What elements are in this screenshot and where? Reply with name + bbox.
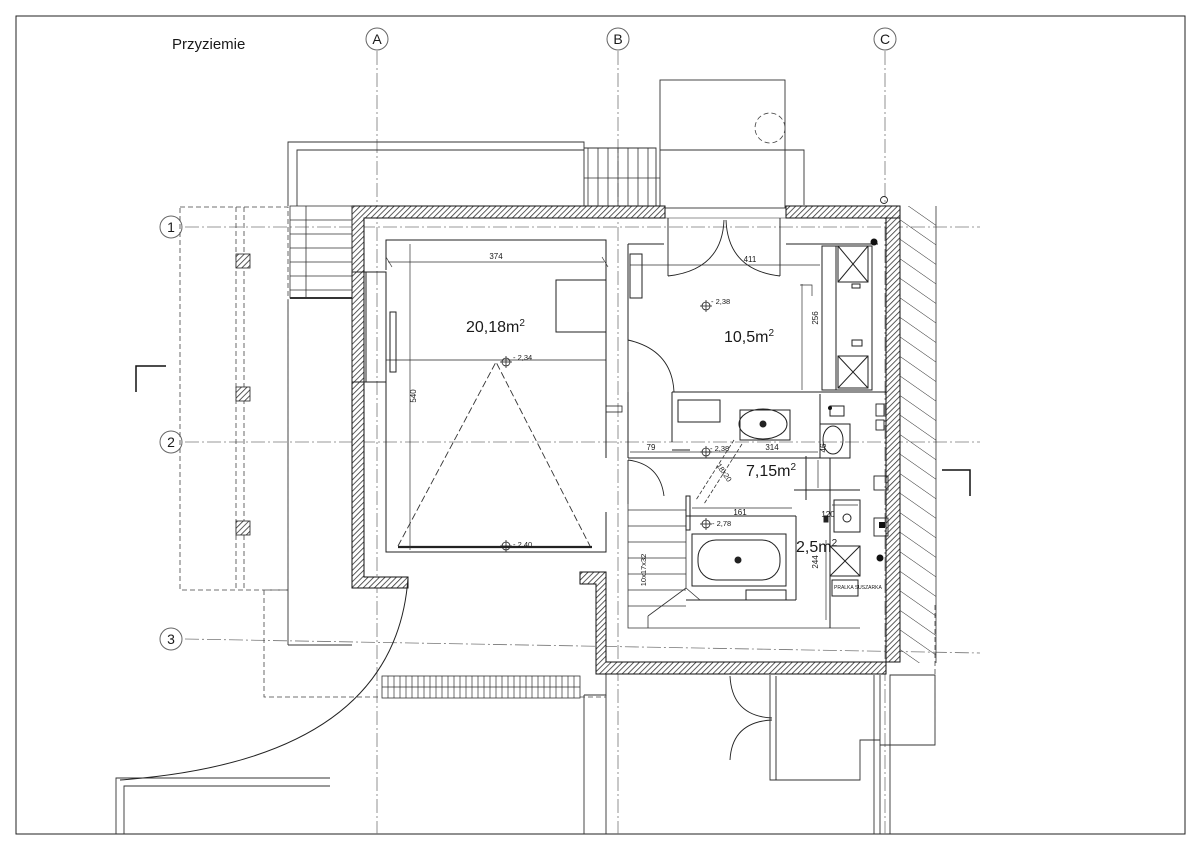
dim-161: 161 (733, 508, 747, 517)
gate-swing-arc (119, 577, 409, 781)
axis-label-1: 1 (167, 219, 175, 235)
level-markers (500, 300, 712, 552)
wall-fixtures (873, 196, 889, 537)
garage-dimensions (385, 244, 609, 550)
ground-hatch (900, 206, 936, 663)
section-marker-right (942, 469, 971, 496)
dim-120: 120 (821, 510, 835, 519)
dim-314: 314 (765, 443, 779, 452)
axis-label-c: C (880, 31, 890, 47)
level-entrance: - 2,38 (711, 297, 730, 306)
axis-label-3: 3 (167, 631, 175, 647)
level-garage: - 2,34 (513, 353, 532, 362)
garage-room (351, 239, 607, 553)
column-blocks (235, 253, 251, 536)
room-bathroom (628, 391, 886, 500)
dashed-outlines (179, 112, 936, 745)
stair-bottom-treads (387, 676, 575, 698)
stair-top-left (289, 205, 353, 299)
drawing-title: Przyziemie (172, 36, 245, 53)
room-area-garage: 20,18m2 (466, 318, 525, 336)
bottom-door (729, 675, 777, 780)
garage-door-triangle (397, 361, 591, 547)
level-garage-door: - 2,40 (513, 540, 532, 549)
room-wc (823, 458, 861, 628)
room-area-wc: 2,5m2 (796, 538, 838, 556)
axis-label-b: B (613, 31, 622, 47)
entry-door (665, 217, 786, 277)
stair-bottom (381, 675, 581, 699)
dim-79: 79 (647, 443, 656, 452)
kitchen-door-swing (627, 339, 675, 396)
black-dots (828, 238, 885, 562)
axis-label-a: A (372, 31, 382, 47)
room-area-bathroom: 7,15m2 (746, 462, 796, 480)
grid-axes (184, 51, 981, 834)
dim-411: 411 (744, 255, 757, 264)
level-corridor: - 2,38 (710, 444, 729, 453)
sheet-border (15, 15, 1186, 835)
site-outlines (115, 79, 936, 834)
level-bath: - 2,78 (712, 519, 731, 528)
exterior-walls (351, 205, 901, 675)
stair-note: 10x17x32 (639, 554, 648, 587)
section-marker-left (135, 365, 166, 392)
appliance-note: PRALKA SUSZARKA (834, 585, 882, 591)
stair-note-small: 18x20 (715, 462, 734, 484)
inner-stair (627, 504, 860, 629)
stair-top-middle (584, 148, 660, 206)
dim-374: 374 (489, 252, 503, 261)
dim-256: 256 (811, 311, 820, 325)
dim-46: 46 (819, 443, 828, 452)
axis-label-2: 2 (167, 434, 175, 450)
bathtub (685, 495, 797, 601)
axis-bubbles (159, 27, 897, 651)
room-entrance (627, 243, 878, 458)
entrance-dimensions (630, 264, 820, 390)
room-area-entrance: 10,5m2 (724, 328, 774, 346)
dim-244: 244 (811, 555, 820, 569)
dim-540: 540 (409, 389, 418, 403)
bathroom-dimensions (630, 451, 858, 620)
corridor-door-swing (627, 459, 665, 504)
